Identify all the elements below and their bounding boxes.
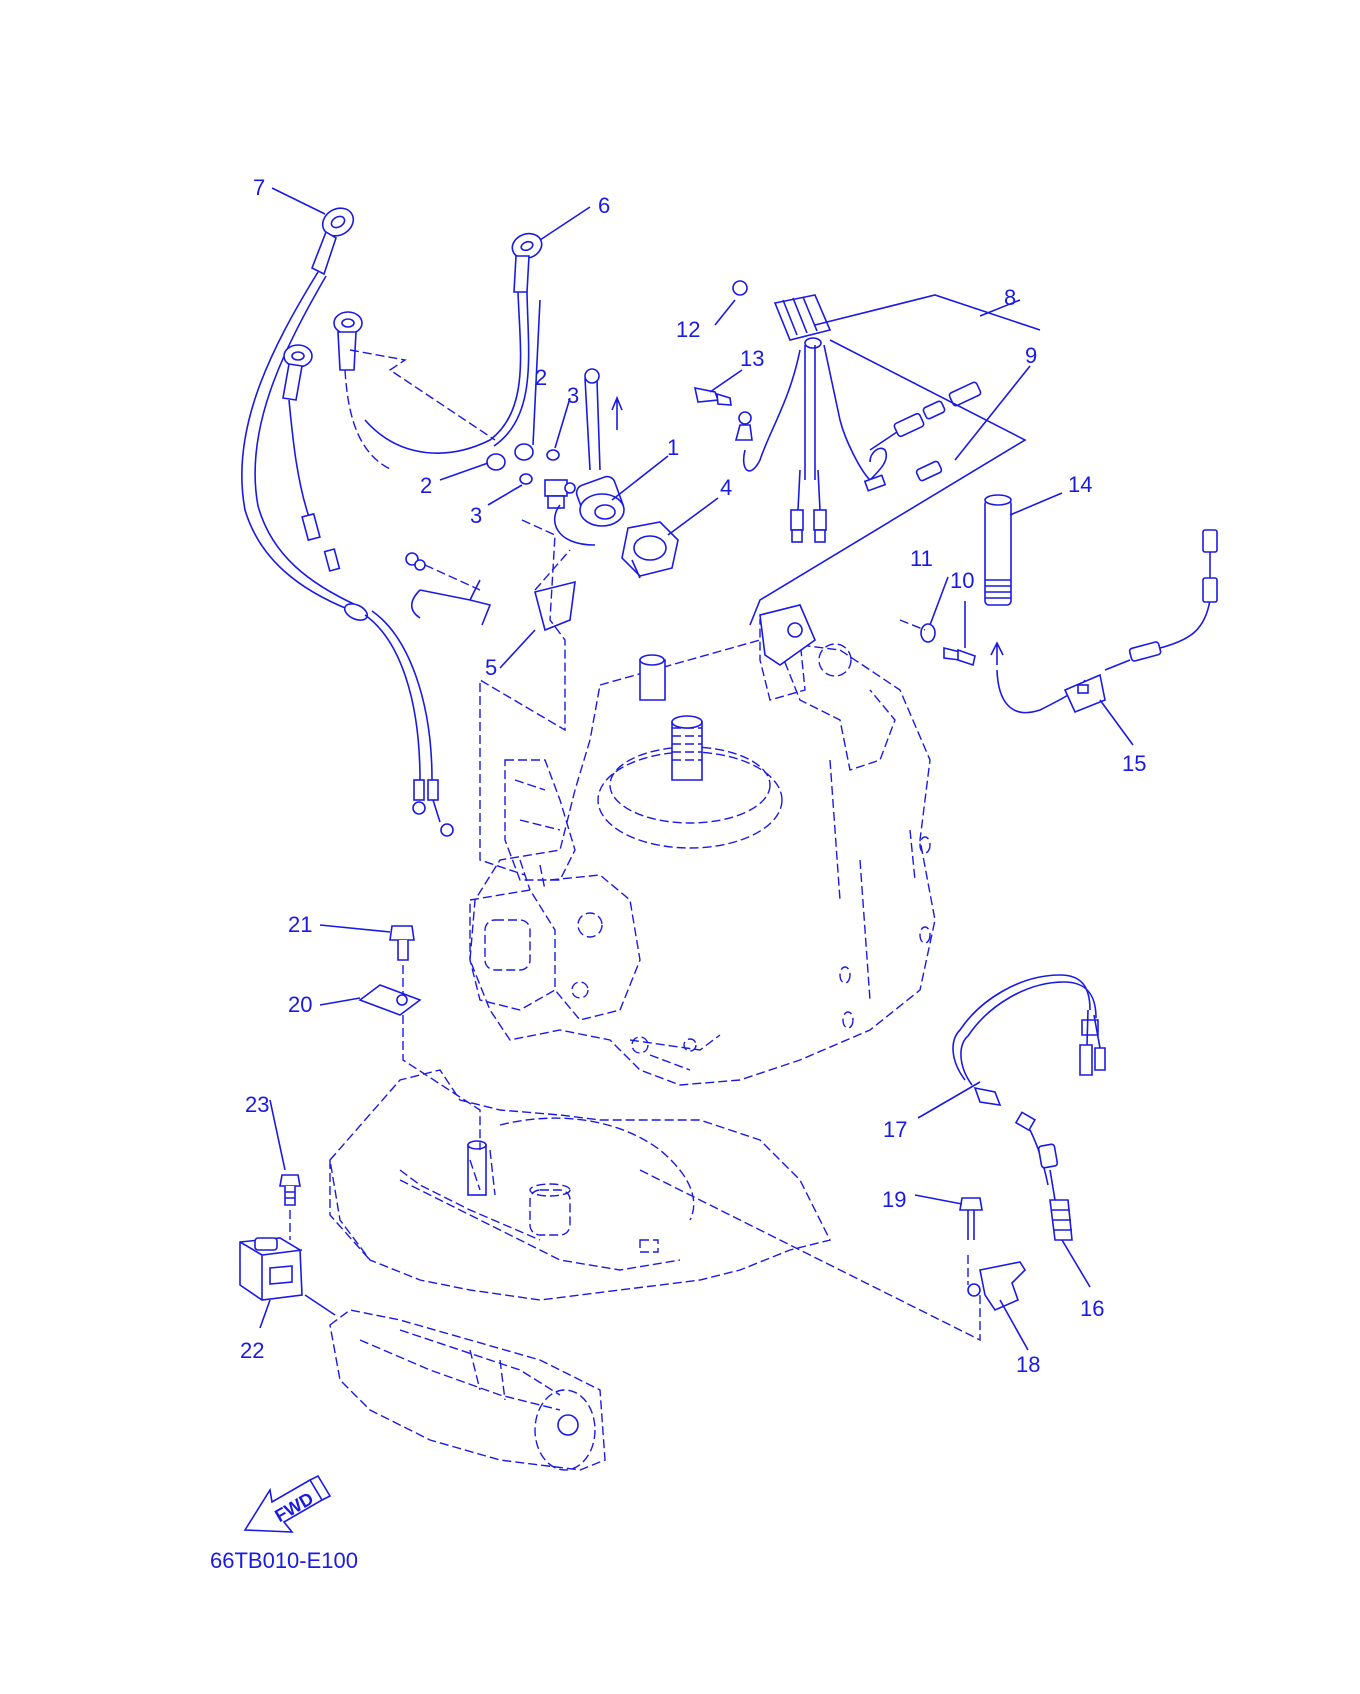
callout-16: 16 (1080, 1296, 1104, 1321)
bottom-cowling (329, 1069, 832, 1301)
starter-relay (405, 368, 679, 632)
bolt-washer-10-11 (899, 619, 976, 667)
callout-10: 10 (950, 568, 974, 593)
callout-13: 13 (740, 346, 764, 371)
callout-1: 1 (667, 435, 679, 460)
callout-6: 6 (598, 193, 610, 218)
callout-14: 14 (1068, 472, 1092, 497)
battery-cables (241, 207, 543, 837)
callout-12: 12 (676, 317, 700, 342)
thermo-switch (984, 494, 1218, 714)
callout-labels: 1 2 2 3 3 4 5 6 7 8 9 10 11 12 13 14 15 … (240, 175, 1146, 1377)
callout-8: 8 (1004, 285, 1016, 310)
callout-4: 4 (720, 475, 732, 500)
callout-11: 11 (910, 546, 933, 571)
callout-15: 15 (1122, 751, 1146, 776)
callout-20: 20 (288, 992, 312, 1017)
sensor-harness (639, 974, 1106, 1342)
ground-plate (358, 925, 481, 1150)
callout-22: 22 (240, 1338, 264, 1363)
callout-21: 21 (288, 912, 312, 937)
callout-9: 9 (1025, 343, 1037, 368)
diagram-code: 66TB010-E100 (210, 1548, 358, 1573)
starter-motor (329, 1309, 606, 1471)
callout-23: 23 (245, 1092, 269, 1117)
callout-17: 17 (883, 1117, 907, 1142)
leader-lines (259, 187, 1134, 1351)
starter-clip (239, 1174, 336, 1316)
guide-lines (349, 349, 566, 876)
callout-2-lower: 2 (420, 473, 432, 498)
callout-19: 19 (882, 1187, 906, 1212)
callout-18: 18 (1016, 1352, 1040, 1377)
rectifier-regulator (693, 280, 1041, 666)
callout-7: 7 (253, 175, 265, 200)
callout-2-upper: 2 (535, 365, 547, 390)
callout-3-upper: 3 (567, 383, 579, 408)
fwd-arrow-icon: FWD (243, 1474, 332, 1533)
callout-5: 5 (485, 655, 497, 680)
engine-block (469, 618, 936, 1086)
callout-3-lower: 3 (470, 503, 482, 528)
